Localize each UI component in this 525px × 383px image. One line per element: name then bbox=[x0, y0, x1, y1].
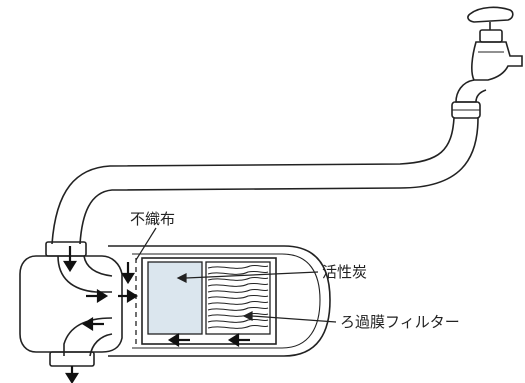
inlet-fitting bbox=[45, 241, 87, 257]
inlet-elbow bbox=[57, 255, 112, 293]
outlet-elbow-inner bbox=[89, 333, 113, 357]
label-activated-carbon: 活性炭 bbox=[322, 263, 367, 281]
label-nonwoven: 不織布 bbox=[130, 210, 175, 228]
outlet-fitting bbox=[49, 351, 95, 367]
faucet-spout bbox=[455, 79, 487, 103]
flow-arrows bbox=[63, 246, 250, 383]
membrane-pleats bbox=[207, 264, 269, 329]
hose-outer bbox=[51, 117, 455, 245]
faucet-handle bbox=[467, 6, 514, 23]
outlet-elbow bbox=[63, 317, 113, 356]
inner-housing bbox=[132, 253, 321, 349]
inlet-elbow-inner bbox=[83, 255, 113, 277]
hose-inner bbox=[79, 117, 479, 245]
purifier-housing bbox=[19, 241, 331, 367]
hose bbox=[51, 117, 479, 245]
left-connector bbox=[19, 255, 123, 353]
faucet bbox=[451, 6, 523, 119]
label-membrane-filter: ろ過膜フィルター bbox=[340, 313, 460, 331]
main-housing bbox=[108, 245, 331, 357]
faucet-body bbox=[471, 41, 523, 81]
faucet-head bbox=[479, 29, 503, 43]
leader-lines bbox=[135, 227, 337, 323]
activated-carbon-block bbox=[147, 261, 203, 335]
cartridge-frame bbox=[141, 257, 277, 345]
